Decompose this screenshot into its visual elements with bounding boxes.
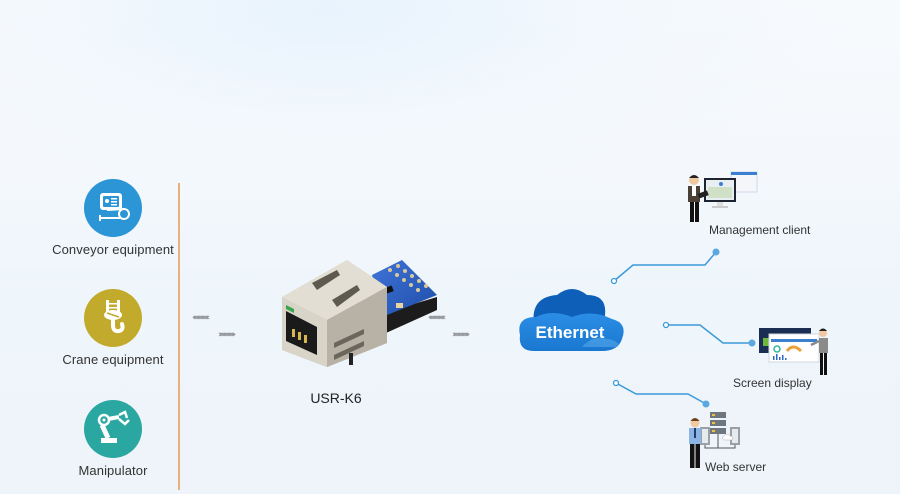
device-crane: Crane equipment — [38, 289, 188, 367]
connector-management — [613, 251, 717, 282]
divider-line — [178, 183, 180, 490]
arrow-right-2: ›››››››››››› — [452, 330, 470, 340]
connector-end-node — [748, 339, 756, 347]
cloud-icon: Ethernet — [512, 287, 628, 355]
arrow-left-2: ‹‹‹‹‹‹‹‹‹‹‹‹ — [428, 313, 446, 323]
arrow-right-1: ›››››››››››› — [218, 330, 236, 340]
connector-end-node — [712, 248, 720, 256]
connector-end-node — [702, 400, 710, 408]
connector-start-node — [662, 321, 670, 329]
device-conveyor: Conveyor equipment — [38, 179, 188, 257]
ethernet-module-icon — [272, 255, 442, 370]
client-label: Management client — [709, 223, 811, 237]
connector-start-node — [612, 379, 620, 387]
arrow-left-1: ‹‹‹‹‹‹‹‹‹‹‹‹ — [192, 313, 210, 323]
device-label: Manipulator — [78, 463, 148, 478]
crane-hook-icon — [84, 289, 142, 347]
device-label: Crane equipment — [62, 352, 164, 367]
product-label: USR-K6 — [310, 390, 362, 406]
screen-display-icon — [757, 325, 837, 381]
device-label: Conveyor equipment — [52, 242, 174, 257]
web-server-icon — [686, 410, 748, 472]
device-manipulator: Manipulator — [38, 400, 188, 478]
conveyor-icon — [84, 179, 142, 237]
network-label: Ethernet — [535, 323, 605, 342]
connector-start-node — [610, 277, 618, 285]
connector-server — [615, 382, 707, 405]
robot-arm-icon — [84, 400, 142, 458]
client-label: Screen display — [733, 376, 812, 390]
client-label: Web server — [705, 460, 767, 474]
connector-screen — [666, 324, 752, 344]
management-client-icon — [684, 170, 764, 232]
